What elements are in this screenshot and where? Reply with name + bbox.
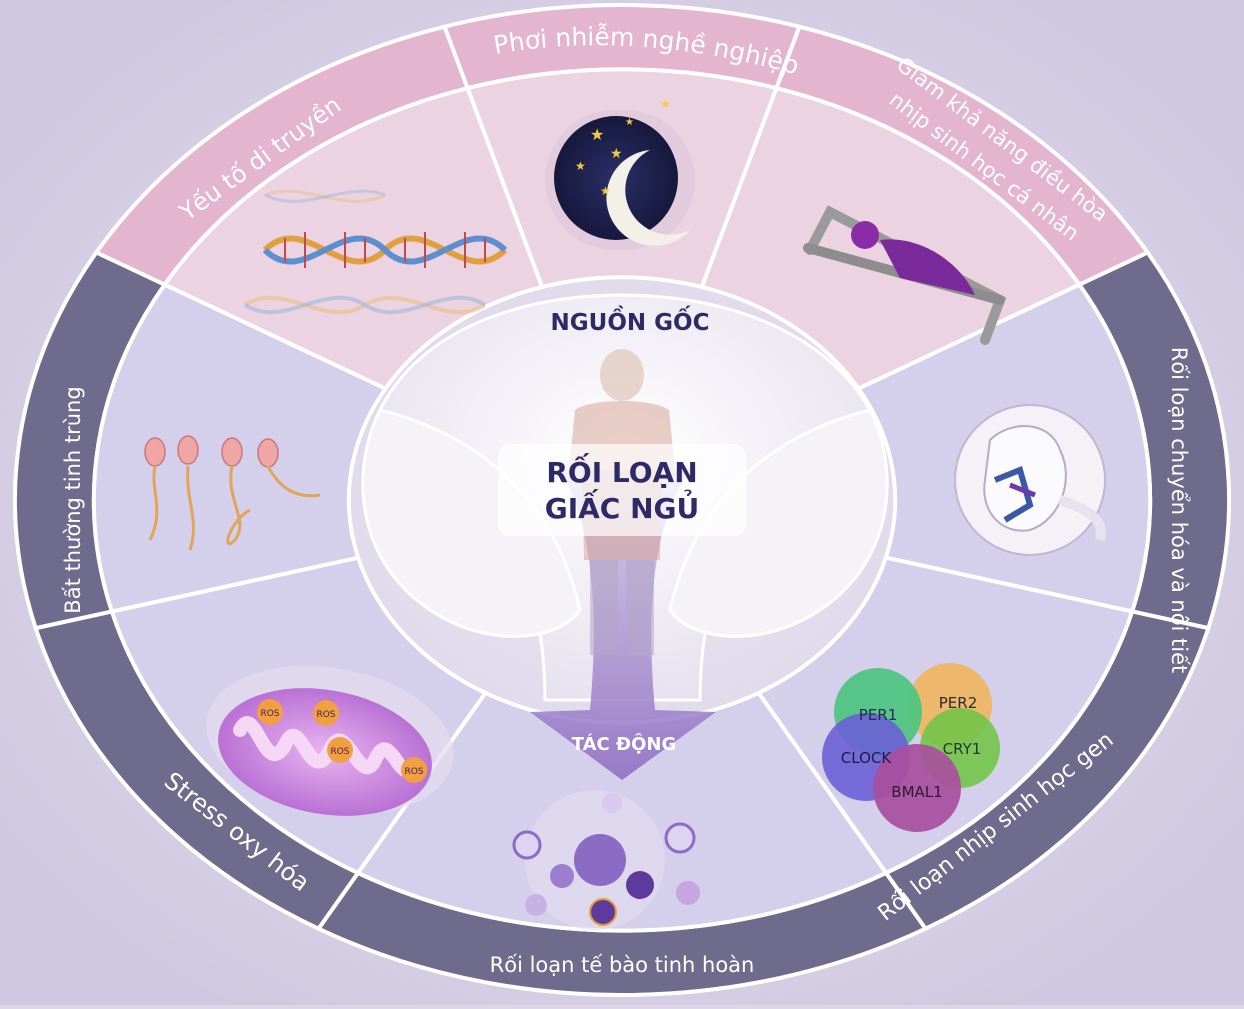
svg-text:★: ★ [625, 117, 634, 128]
gene-per2: PER2 [939, 694, 978, 712]
ros-label: ROS [404, 767, 423, 777]
center-title-box [498, 444, 746, 536]
ros-label: ROS [316, 710, 335, 720]
svg-text:★: ★ [575, 159, 586, 173]
gene-clock: CLOCK [841, 749, 893, 767]
center-title-line1: RỐI LOẠN [546, 451, 697, 489]
ros-label: ROS [260, 709, 279, 719]
label-metabolic: Rối loạn chuyển hóa và nội tiết [1167, 347, 1191, 674]
center-bottom-label: TÁC ĐỘNG [572, 733, 677, 755]
gene-bmal1: BMAL1 [891, 783, 942, 801]
svg-text:★: ★ [660, 97, 671, 111]
dna-icon [243, 189, 508, 315]
cells-icon [512, 790, 700, 930]
label-sperm: Bất thường tinh trùng [61, 386, 85, 613]
gene-cry1: CRY1 [943, 740, 982, 758]
ros-markers: ROS ROS ROS ROS [257, 699, 427, 783]
center-stem [530, 470, 716, 780]
sperm-icon [144, 435, 321, 551]
gene-per1: PER1 [859, 706, 898, 724]
svg-text:★: ★ [610, 146, 623, 162]
label-testis-cells: Rối loạn tế bào tinh hoàn [490, 953, 755, 977]
mitochondria-icon: ROS ROS ROS ROS [206, 665, 454, 816]
fetus-icon [954, 404, 1106, 556]
moon-stars-icon: ★ ★ ★ ★ ★ ★ [545, 97, 695, 250]
center-top-label: NGUỒN GỐC [551, 305, 710, 336]
person-in-bed-icon [803, 205, 1007, 345]
svg-text:★: ★ [590, 125, 604, 144]
ros-label: ROS [330, 747, 349, 757]
center-title-line2: GIẤC NGỦ [545, 487, 700, 525]
svg-text:★: ★ [600, 184, 611, 198]
gene-cluster-icon: PER1 PER2 CLOCK CRY1 BMAL1 [822, 663, 1000, 832]
